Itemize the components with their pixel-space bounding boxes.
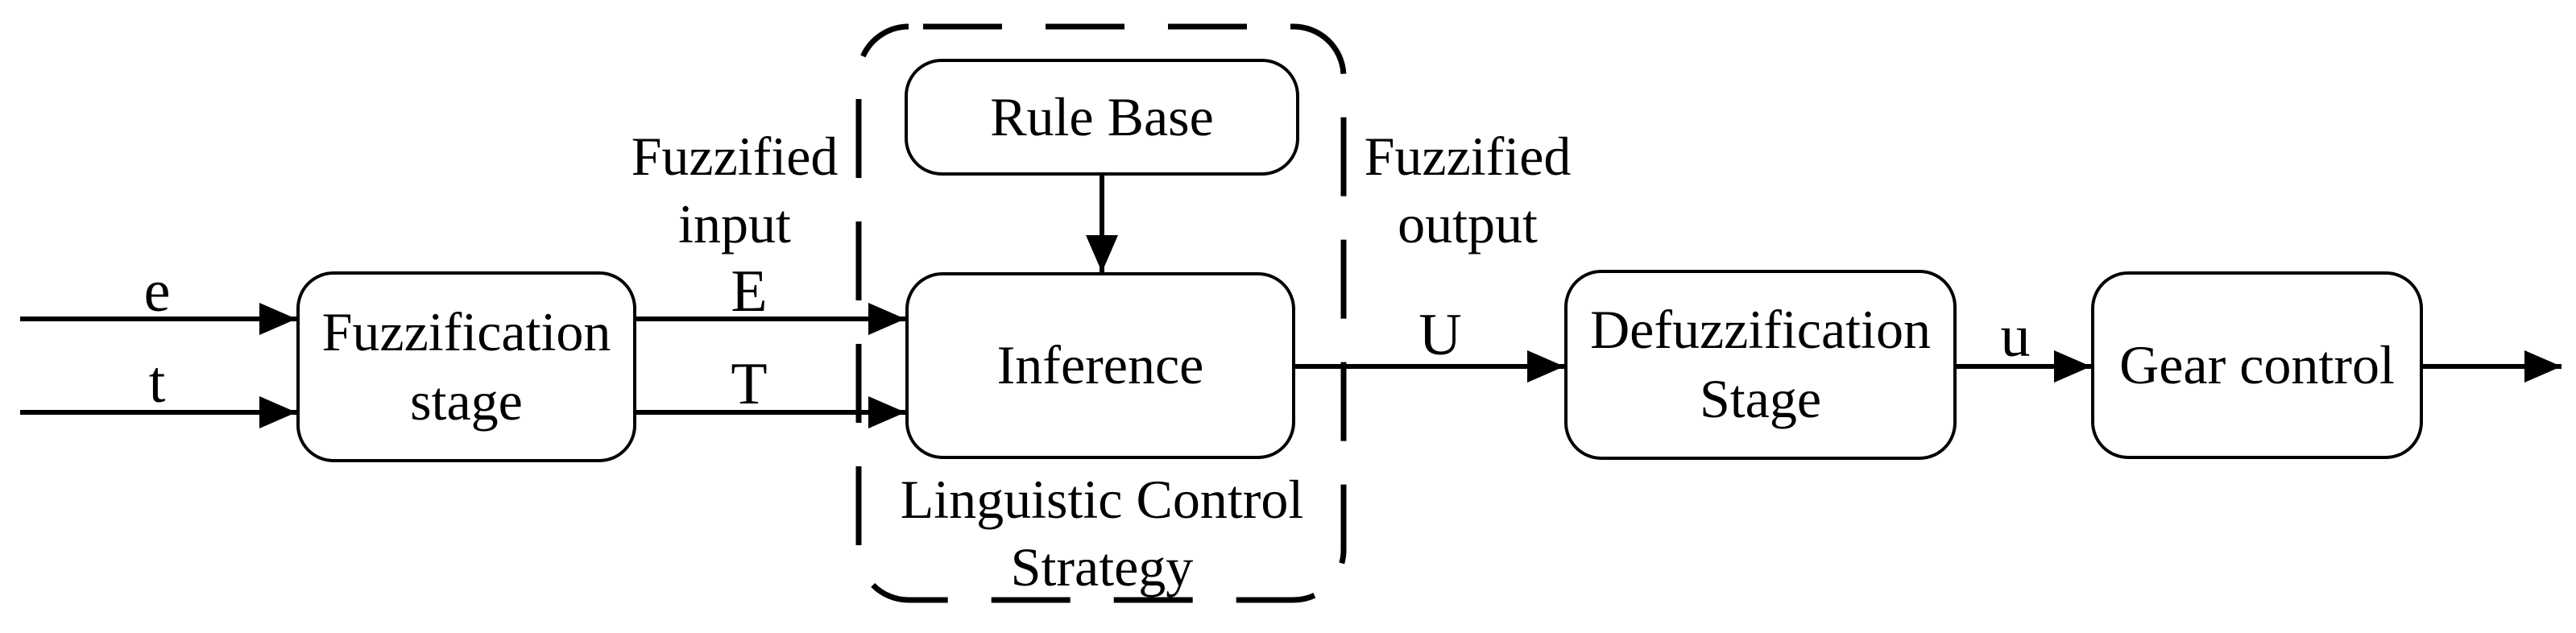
box-inference: Inference (905, 272, 1295, 459)
label-fuzzified-output: Fuzzified output (1365, 122, 1572, 259)
label-fuzzified-input-line1: Fuzzified (631, 126, 839, 187)
box-gear-control: Gear control (2091, 271, 2423, 459)
box-defuzzification-stage: Defuzzification Stage (1564, 270, 1957, 460)
label-signal-e: e (143, 259, 171, 325)
box-fuzzification-stage-line1: Fuzzification (321, 300, 611, 362)
label-fuzzified-output-line1: Fuzzified (1364, 126, 1572, 187)
label-signal-U: U (1418, 302, 1462, 368)
label-signal-T: T (731, 351, 768, 417)
box-rule-base: Rule Base (905, 59, 1299, 176)
box-defuzzification-stage-line2: Stage (1699, 368, 1822, 429)
label-signal-u: u (2000, 304, 2031, 370)
label-linguistic-control-strategy: Linguistic Control Strategy (901, 465, 1304, 602)
box-fuzzification-stage: Fuzzification stage (296, 271, 636, 462)
label-linguistic-control-strategy-line2: Strategy (1010, 536, 1194, 598)
label-linguistic-control-strategy-line1: Linguistic Control (900, 469, 1304, 530)
label-fuzzified-output-line2: output (1398, 193, 1538, 255)
box-gear-control-label: Gear control (2119, 333, 2395, 395)
box-rule-base-label: Rule Base (990, 85, 1214, 147)
label-signal-t: t (148, 350, 166, 416)
label-fuzzified-input: Fuzzified input (632, 122, 839, 259)
box-fuzzification-stage-line2: stage (410, 370, 523, 432)
dashed-boundary (855, 23, 1347, 603)
label-fuzzified-input-line2: input (678, 193, 791, 255)
box-defuzzification-stage-line1: Defuzzification (1590, 299, 1931, 361)
label-signal-E: E (731, 259, 768, 325)
box-inference-label: Inference (996, 334, 1204, 396)
